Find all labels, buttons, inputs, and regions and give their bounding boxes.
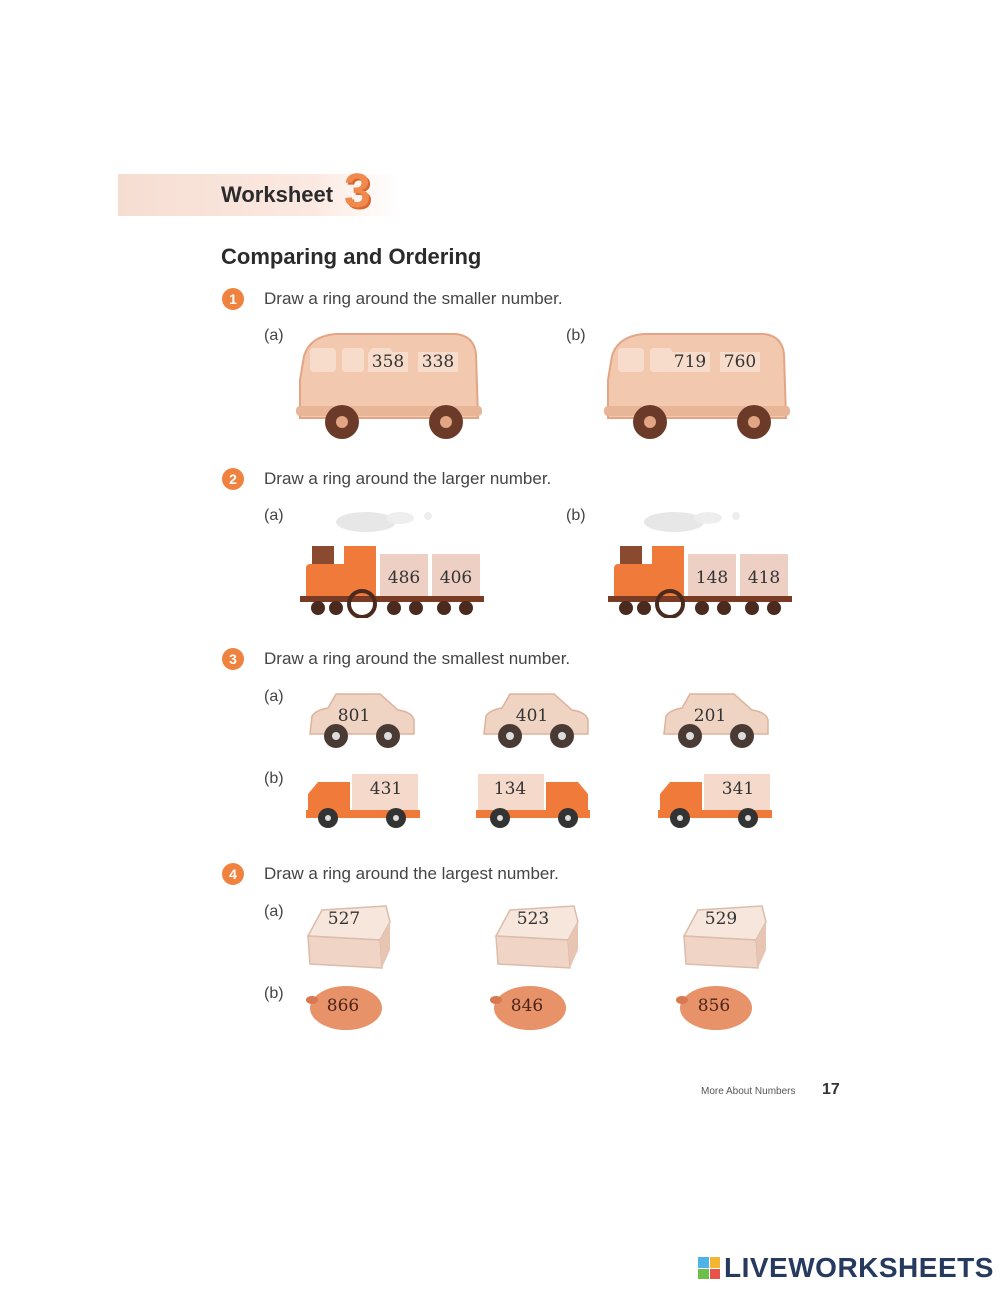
question-1-number: 1 (222, 288, 244, 310)
q3b-label: (b) (264, 770, 284, 787)
car-icon (663, 693, 769, 748)
worksheet-header-band (118, 174, 398, 216)
q2a-number-1[interactable]: 486 (387, 568, 421, 588)
q1b-label: (b) (566, 327, 586, 344)
q4a-number-1[interactable]: 527 (327, 909, 361, 929)
liveworksheets-logo-icon (698, 1257, 720, 1279)
truck-icon (476, 774, 590, 828)
q4b-number-2[interactable]: 846 (510, 996, 544, 1016)
q3a-label: (a) (264, 688, 284, 705)
q2a-number-2[interactable]: 406 (439, 568, 473, 588)
question-4-number: 4 (222, 863, 244, 885)
question-4-text: Draw a ring around the largest number. (264, 864, 559, 883)
q3a-number-1[interactable]: 801 (337, 706, 371, 726)
q3b-number-3[interactable]: 341 (721, 779, 755, 799)
q1a-number-2[interactable]: 338 (418, 352, 458, 372)
q1b-number-2[interactable]: 760 (720, 352, 760, 372)
page-number: 17 (822, 1081, 840, 1098)
q4b-number-1[interactable]: 866 (326, 996, 360, 1016)
q2b-number-1[interactable]: 148 (695, 568, 729, 588)
question-3-text: Draw a ring around the smallest number. (264, 649, 571, 668)
box-icon (306, 905, 391, 969)
question-2-text: Draw a ring around the larger number. (264, 469, 552, 488)
q1a-number-1[interactable]: 358 (368, 352, 408, 372)
q3b-number-1[interactable]: 431 (369, 779, 403, 799)
train-icon (608, 512, 792, 618)
q4b-label: (b) (264, 985, 284, 1002)
q4a-number-2[interactable]: 523 (516, 909, 550, 929)
truck-icon (658, 774, 772, 828)
q2b-label: (b) (566, 507, 586, 524)
q1b-number-1[interactable]: 719 (670, 352, 710, 372)
egg-icon (676, 986, 752, 1030)
q4a-label: (a) (264, 903, 284, 920)
worksheet-label: Worksheet (221, 182, 334, 207)
truck-icon (306, 774, 420, 828)
page-title: Comparing and Ordering (221, 244, 482, 269)
watermark-text: LIVEWORKSHEETS (724, 1252, 994, 1283)
q1a-label: (a) (264, 327, 284, 344)
q4a-number-3[interactable]: 529 (704, 909, 738, 929)
van-icon (604, 333, 790, 439)
q4b-number-3[interactable]: 856 (697, 996, 731, 1016)
q2a-label: (a) (264, 507, 284, 524)
egg-icon (490, 986, 566, 1030)
question-2-number: 2 (222, 468, 244, 490)
car-icon (483, 693, 589, 748)
van-icon (296, 333, 482, 439)
q2b-number-2[interactable]: 418 (747, 568, 781, 588)
car-icon (309, 693, 415, 748)
q3a-number-3[interactable]: 201 (693, 706, 727, 726)
q3b-number-2[interactable]: 134 (493, 779, 527, 799)
question-1-text: Draw a ring around the smaller number. (264, 289, 563, 308)
question-3-number: 3 (222, 648, 244, 670)
q3a-number-2[interactable]: 401 (515, 706, 549, 726)
egg-icon (306, 986, 382, 1030)
footer-section-title: More About Numbers (701, 1086, 796, 1097)
box-icon (494, 905, 579, 969)
liveworksheets-watermark[interactable]: LIVEWORKSHEETS (698, 1252, 994, 1284)
box-icon (682, 905, 767, 969)
train-icon (300, 512, 484, 618)
worksheet-number: 3 (344, 165, 371, 218)
